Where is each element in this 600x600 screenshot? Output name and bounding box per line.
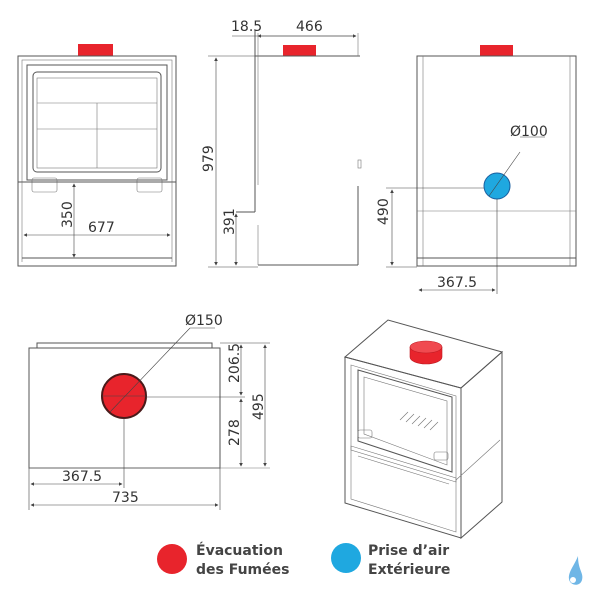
rear-offset-label: 278 — [227, 419, 243, 446]
depth-label: 466 — [296, 19, 323, 35]
legend-flue-line1: Évacuation — [196, 542, 283, 559]
intake-offset-label: 367.5 — [437, 275, 477, 291]
base-label: 391 — [222, 208, 238, 235]
water-drop-icon — [568, 556, 583, 585]
width-label: 735 — [112, 490, 139, 506]
flue-swatch — [157, 544, 187, 574]
legend-item-air: Prise d’air Extérieure — [331, 543, 450, 578]
diameter-label: Ø100 — [510, 124, 548, 140]
width-label: 677 — [88, 220, 115, 236]
legend-air-line2: Extérieure — [368, 562, 450, 578]
isometric-view — [343, 319, 504, 540]
top-view: Ø150 206.5 278 495 367.5 735 — [28, 313, 270, 510]
base-height-label: 350 — [60, 201, 76, 228]
diameter-label: Ø150 — [185, 313, 223, 329]
legend-flue-line2: des Fumées — [196, 562, 289, 578]
legend-air-line1: Prise d’air — [368, 543, 449, 559]
center-label: 367.5 — [62, 469, 102, 485]
flue-outlet — [283, 45, 316, 56]
flue-outlet — [480, 45, 513, 56]
legend-item-flue: Évacuation des Fumées — [157, 542, 289, 578]
depth-label: 495 — [251, 393, 267, 420]
intake-height-label: 490 — [376, 198, 392, 225]
back-view: Ø100 490 367.5 — [376, 45, 577, 294]
air-swatch — [331, 543, 361, 573]
flue-outlet — [78, 44, 113, 56]
front-offset-label: 206.5 — [227, 343, 243, 383]
front-view: 350 677 — [17, 44, 177, 267]
height-label: 979 — [201, 145, 217, 172]
offset-label: 18.5 — [231, 19, 262, 35]
legend: Évacuation des Fumées Prise d’air Extéri… — [157, 542, 450, 578]
side-view: 18.5 466 979 391 — [201, 19, 362, 268]
air-intake — [483, 172, 511, 200]
